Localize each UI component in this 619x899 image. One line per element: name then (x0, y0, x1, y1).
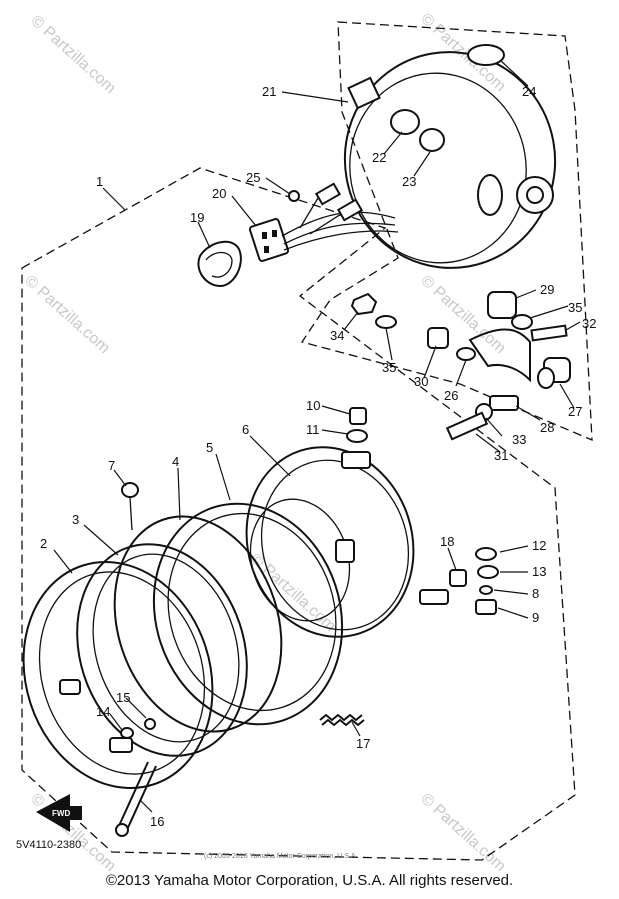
callout-27: 27 (568, 404, 582, 419)
callout-2: 2 (40, 536, 47, 551)
inner-copyright: (c) 2005-2016 Yamaha Motor Corporation, … (204, 853, 356, 860)
footer-copyright: ©2013 Yamaha Motor Corporation, U.S.A. A… (105, 872, 514, 889)
callout-1: 1 (96, 174, 103, 189)
callout-10: 10 (306, 398, 320, 413)
callout-24: 24 (522, 84, 536, 99)
assembly-boundary (21, 167, 576, 861)
callout-32: 32 (582, 316, 596, 331)
callout-30: 30 (414, 374, 428, 389)
mount-hardware (346, 291, 571, 443)
drawing-code: 5V4110-2380 (16, 839, 81, 851)
callout-33: 33 (512, 432, 526, 447)
forward-arrow: FWD (36, 794, 82, 832)
screws (120, 482, 156, 739)
callout-labels: 1 2 3 4 5 6 7 8 9 10 11 12 13 14 15 16 1… (40, 84, 596, 829)
watermark-left-main: © Partzilla.com (21, 272, 112, 357)
callout-31: 31 (494, 448, 508, 463)
callout-11: 11 (306, 422, 320, 437)
callout-29: 29 (540, 282, 554, 297)
callout-12: 12 (532, 538, 546, 553)
outer-rim (22, 560, 214, 790)
watermark-bottom-right: © Partzilla.com (417, 790, 508, 875)
callout-25: 25 (246, 170, 260, 185)
callout-19: 19 (190, 210, 204, 225)
nut-washer-set (449, 547, 499, 615)
callout-15: 15 (116, 690, 130, 705)
callout-9: 9 (532, 610, 539, 625)
callout-18: 18 (440, 534, 454, 549)
spring (319, 713, 365, 727)
callout-23: 23 (402, 174, 416, 189)
fwd-label: FWD (52, 809, 70, 818)
callout-3: 3 (72, 512, 79, 527)
callout-5: 5 (206, 440, 213, 455)
callout-14: 14 (96, 704, 110, 719)
callout-22: 22 (372, 150, 386, 165)
adjusting-screw (115, 761, 157, 837)
watermark-top-left: © Partzilla.com (27, 12, 118, 97)
watermark-bottom-left: © Partzilla.com (27, 790, 118, 875)
wiring-connector (197, 182, 399, 288)
callout-28: 28 (540, 420, 554, 435)
callout-21: 21 (262, 84, 276, 99)
callout-16: 16 (150, 814, 164, 829)
sealed-beam-unit (152, 498, 355, 726)
callout-7: 7 (108, 458, 115, 473)
headlight-housing (343, 44, 557, 269)
callout-6: 6 (242, 422, 249, 437)
callout-26: 26 (444, 388, 458, 403)
callout-35-lower: 35 (382, 360, 396, 375)
callout-17: 17 (356, 736, 370, 751)
callout-4: 4 (172, 454, 179, 469)
housing-boundary (300, 21, 593, 442)
callout-8: 8 (532, 586, 539, 601)
leader-lines (53, 59, 581, 813)
callout-35-upper: 35 (568, 300, 582, 315)
callout-20: 20 (212, 186, 226, 201)
callout-13: 13 (532, 564, 546, 579)
callout-34: 34 (330, 328, 344, 343)
gasket-ring (113, 515, 283, 733)
